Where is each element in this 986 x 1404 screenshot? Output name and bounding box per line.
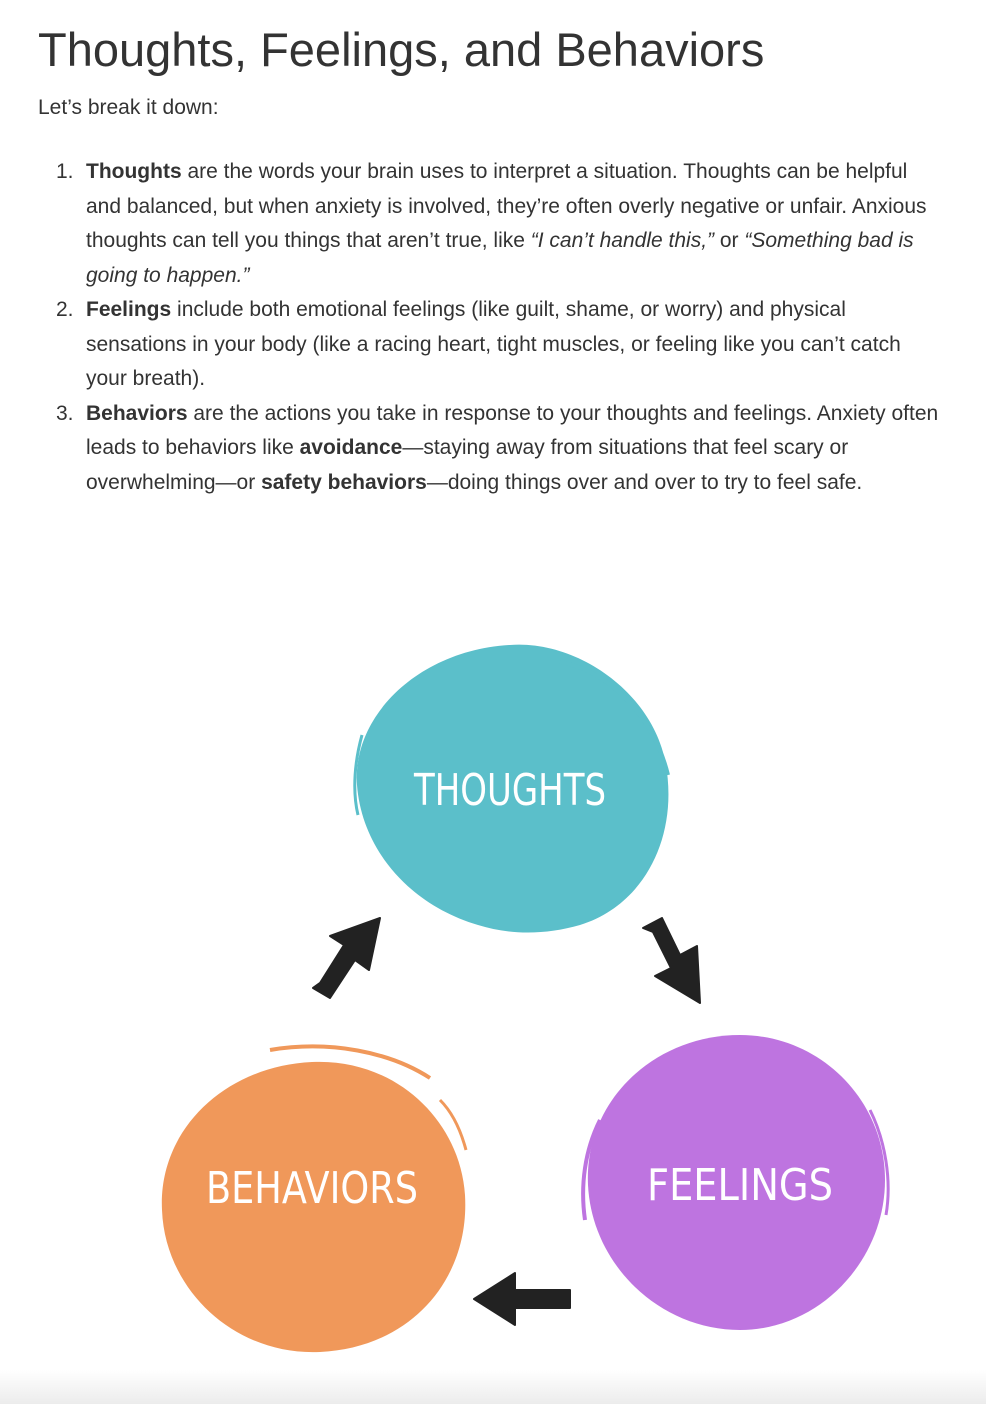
list-number: 2. bbox=[56, 298, 74, 321]
arrow-left-icon bbox=[473, 1272, 571, 1326]
feelings-blob bbox=[587, 1035, 885, 1330]
page-title: Thoughts, Feelings, and Behaviors bbox=[38, 23, 765, 76]
list-item-feelings: 2. Feelings include both emotional feelin… bbox=[56, 293, 942, 397]
behaviors-description: are the actions you take in response to … bbox=[86, 401, 939, 460]
intro-text: Let’s break it down: bbox=[38, 96, 219, 119]
connector-text: or bbox=[714, 229, 745, 252]
list-number: 1. bbox=[56, 160, 74, 183]
behaviors-circle: BEHAVIORS bbox=[161, 1044, 468, 1353]
thoughts-blob bbox=[356, 644, 669, 933]
arrow-feelings-to-behaviors bbox=[473, 1272, 571, 1326]
list-item-behaviors: 3. Behaviors are the actions you take in … bbox=[56, 397, 942, 501]
feelings-circle: FEELINGS bbox=[581, 1035, 890, 1330]
bottom-fade bbox=[0, 1370, 986, 1404]
quote-something-bad: “Something bad is going to happen.” bbox=[86, 229, 914, 287]
thoughts-brush-stroke bbox=[353, 734, 364, 816]
term-behaviors: Behaviors bbox=[86, 401, 188, 425]
explanation-list: 1. Thoughts are the words your brain uses… bbox=[56, 155, 942, 501]
feelings-brush-stroke bbox=[581, 1119, 602, 1221]
feelings-description: include both emotional feelings (like gu… bbox=[86, 298, 901, 390]
behaviors-brush-stroke bbox=[269, 1044, 432, 1080]
arrow-right-down-icon bbox=[642, 917, 701, 1004]
thoughts-label: THOUGHTS bbox=[413, 765, 606, 816]
thoughts-description: are the words your brain uses to interpr… bbox=[86, 160, 927, 252]
term-thoughts: Thoughts bbox=[86, 160, 182, 183]
behaviors-brush-stroke bbox=[438, 1098, 468, 1151]
term-avoidance: avoidance bbox=[299, 436, 403, 459]
arrow-behaviors-to-thoughts bbox=[312, 917, 381, 999]
term-safety-behaviors: safety behaviors bbox=[261, 470, 427, 494]
avoidance-description: —staying away from situations that feel … bbox=[86, 436, 849, 494]
thoughts-brush-stroke bbox=[559, 660, 670, 776]
list-item-thoughts: 1. Thoughts are the words your brain uses… bbox=[56, 155, 942, 293]
thoughts-circle: THOUGHTS bbox=[353, 644, 670, 933]
quote-cant-handle: “I can’t handle this,” bbox=[530, 229, 715, 252]
safety-behaviors-description: —doing things over and over to try to fe… bbox=[426, 470, 863, 494]
arrow-up-right-icon bbox=[312, 917, 381, 999]
term-feelings: Feelings bbox=[86, 298, 172, 321]
feelings-brush-stroke bbox=[868, 1109, 890, 1216]
arrow-thoughts-to-feelings bbox=[642, 917, 701, 1004]
list-number: 3. bbox=[56, 401, 74, 425]
cycle-diagram: THOUGHTS FEELINGS BEHAVIORS bbox=[161, 644, 890, 1353]
feelings-label: FEELINGS bbox=[647, 1160, 833, 1211]
behaviors-blob bbox=[161, 1061, 466, 1353]
behaviors-label: BEHAVIORS bbox=[206, 1163, 418, 1214]
